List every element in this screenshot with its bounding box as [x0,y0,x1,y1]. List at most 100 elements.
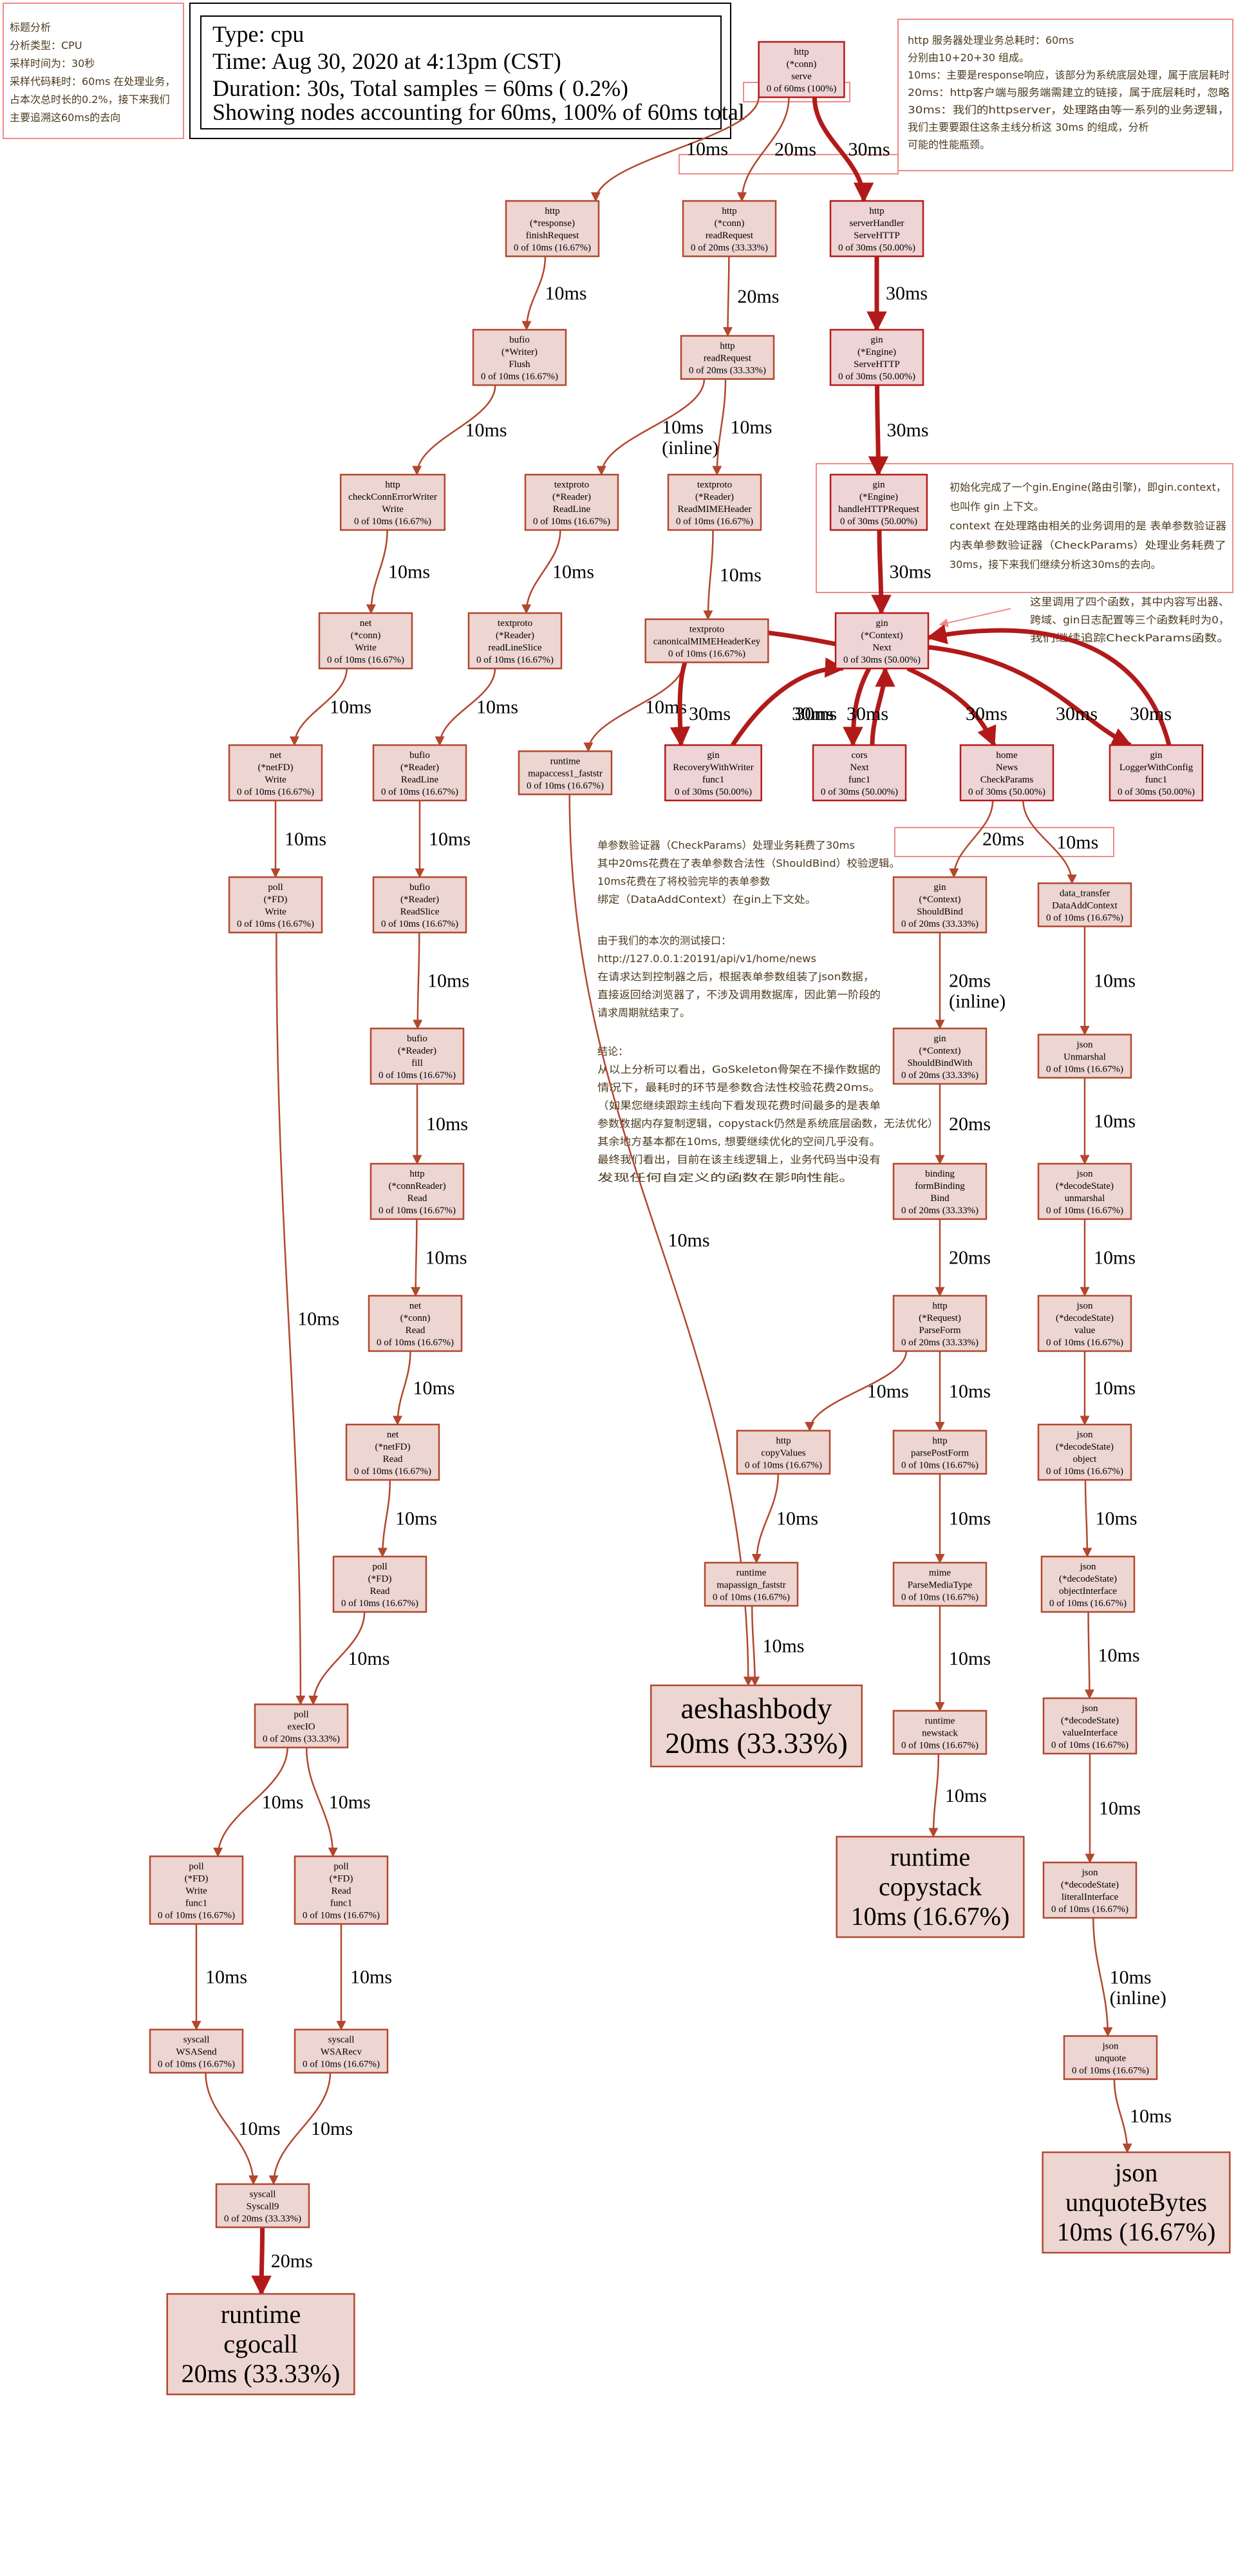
edge-json-unquote-to-unquote-bytes: 10ms [1113,2079,1172,2154]
note-top-left-line-2: 分析类型：CPU [10,39,82,52]
edge-label: 30ms [1056,703,1098,724]
edge-check-params-to-ctx-shouldbind: 20ms [949,800,1024,878]
node-label: ParseMediaType [908,1580,973,1590]
edge-line [843,667,872,748]
node-box [370,1162,465,1220]
node-box [372,744,467,802]
node-box [644,618,769,663]
node-box [1037,1294,1132,1352]
node-box [829,328,924,386]
node-box [1037,1034,1132,1079]
edge-label: 10ms [1094,971,1136,992]
edge-label: 10ms [426,1247,467,1269]
node-label: cors [852,750,868,761]
node-label: 0 of 10ms (16.67%) [354,1466,431,1477]
edge-req-parseform-to-parse-postform: 10ms [935,1351,991,1432]
edge-line [750,1605,760,1687]
node-label: (*netFD) [258,762,294,773]
node-label: gin [1150,750,1163,761]
node-label: (*Reader) [552,492,591,502]
edge-http-readreq-to-tp-readmime: 10ms [712,379,772,476]
edge-connreader-read-to-net-conn-read: 10ms [411,1218,467,1297]
node-label: gin [707,750,720,761]
edge-label: 10ms [350,1967,392,1988]
node-label: 10ms (16.67%) [1057,2217,1216,2246]
edge-req-parseform-to-copy-values: 10ms [805,1350,909,1432]
edge-line [568,794,753,1687]
edge-line [393,1350,411,1426]
legend-line-3: Duration: 30s, Total samples = 60ms ( 0.… [212,75,628,101]
edge-resp-finish-to-bufio-flush: 10ms [521,256,587,331]
node-label: bufio [509,335,530,345]
edge-check-conn-err-to-net-conn-write: 10ms [366,529,430,614]
node-label: data_transfer [1060,888,1110,898]
edge-tp-canonical-to-mapaccess: 10ms [583,662,687,752]
node-label: syscall [328,2034,355,2045]
edge-label: 10ms [945,1785,987,1806]
edge-ctx-next-to-logger: 30ms [928,645,1132,748]
node-label: http [932,1435,947,1446]
node-label: (*decodeState) [1056,1442,1114,1452]
node-label: syscall [183,2034,210,2045]
note-analysis-line-12: 结论： [597,1045,628,1057]
node-label: handleHTTPRequest [838,504,920,515]
